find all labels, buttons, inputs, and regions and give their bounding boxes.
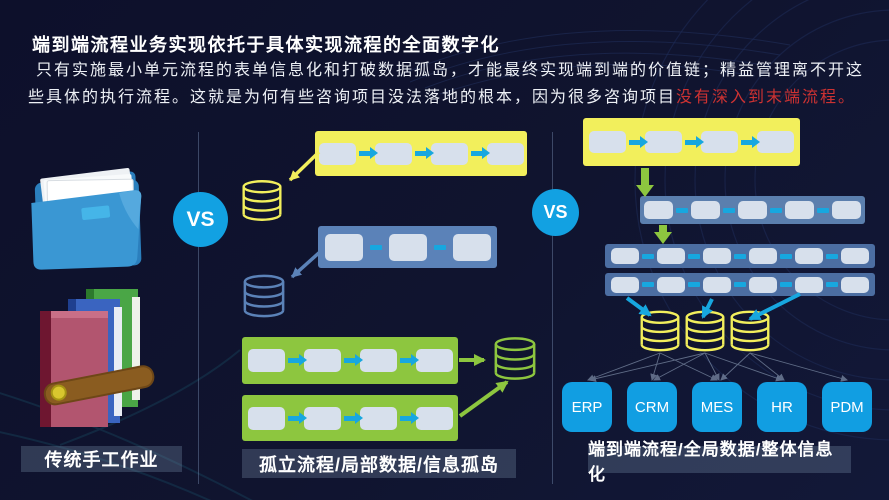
flow-connector (780, 282, 792, 287)
flow-connector (770, 207, 782, 213)
flow-connector (642, 253, 654, 259)
flow-arrow-icon (287, 354, 307, 366)
process-step (486, 142, 524, 165)
flow-connector (826, 253, 838, 259)
flow-connector (734, 282, 746, 287)
caption-end-to-end-process: 端到端流程/全局数据/整体信息化 (588, 440, 851, 484)
database-icon (727, 310, 773, 352)
process-step (359, 349, 397, 372)
flow-arrow-icon (414, 147, 434, 159)
process-bar-green-2 (242, 395, 458, 441)
process-step (832, 201, 861, 219)
body-line-1: 只有实施最小单元流程的表单信息化和打破数据孤岛，才能最终实现端到端的价值链；精益… (36, 62, 865, 79)
process-step (247, 406, 285, 430)
process-step (415, 349, 453, 372)
process-step (452, 233, 491, 261)
app-box-erp: ERP (562, 382, 612, 432)
process-step (247, 349, 285, 372)
flow-connector (369, 244, 382, 250)
flow-arrow-icon (741, 135, 760, 148)
vs-badge-right: VS (532, 189, 579, 236)
database-icon (682, 310, 728, 352)
process-step (757, 131, 794, 153)
flow-arrow-icon (343, 411, 363, 424)
process-step (374, 142, 412, 165)
process-bar-green-1 (242, 337, 458, 384)
page-title: 端到端流程业务实现依托于具体实现流程的全面数字化 (32, 35, 500, 55)
process-step (749, 248, 777, 264)
section-divider-right (552, 132, 553, 484)
app-box-hr: HR (757, 382, 807, 432)
process-step (303, 406, 341, 430)
flow-arrow-icon (358, 147, 378, 159)
database-icon (492, 336, 538, 381)
process-step (657, 248, 685, 264)
flow-connector (817, 207, 829, 213)
process-step (785, 201, 814, 219)
process-step (644, 201, 673, 219)
flow-arrow-icon (399, 411, 419, 424)
process-step (691, 201, 720, 219)
flow-arrow-icon (470, 147, 490, 159)
database-icon (637, 310, 683, 352)
process-step (611, 248, 639, 264)
flow-arrow-icon (287, 411, 307, 424)
flow-arrow-icon (629, 135, 648, 148)
flow-connector (688, 282, 700, 287)
process-step (841, 248, 869, 264)
process-step (703, 276, 731, 293)
body-line-2: 些具体的执行流程。这就是为何有些咨询项目没法落地的根本，因为很多咨询项目没有深入… (28, 84, 873, 111)
process-step (645, 131, 682, 153)
process-step (611, 276, 639, 293)
process-step (701, 131, 738, 153)
vs-badge-left: VS (173, 192, 228, 247)
process-step (749, 276, 777, 293)
flow-arrow-icon (685, 135, 704, 148)
flow-connector (642, 282, 654, 287)
flow-connector (723, 207, 735, 213)
flow-arrow-icon (343, 354, 363, 366)
body-line-2-white: 些具体的执行流程。这就是为何有些咨询项目没法落地的根本，因为很多咨询项目 (28, 89, 677, 106)
process-step (795, 248, 823, 264)
process-step (324, 233, 363, 261)
process-step (738, 201, 767, 219)
process-bar-blue-middle (318, 226, 497, 268)
body-paragraph: 只有实施最小单元流程的表单信息化和打破数据孤岛，才能最终实现端到端的价值链；精益… (28, 57, 873, 111)
process-step (415, 406, 453, 430)
flow-connector (780, 253, 792, 259)
process-step (589, 131, 626, 153)
app-box-mes: MES (692, 382, 742, 432)
flow-connector (826, 282, 838, 287)
flow-arrow-icon (399, 354, 419, 366)
process-step (359, 406, 397, 430)
process-step (303, 349, 341, 372)
body-line-2-highlight: 没有深入到末端流程。 (676, 89, 857, 106)
section-divider-left (198, 132, 199, 484)
process-step (703, 248, 731, 264)
app-box-crm: CRM (627, 382, 677, 432)
process-step (430, 142, 468, 165)
process-bar-blue-right-2 (605, 244, 875, 268)
process-bar-yellow-middle (315, 131, 527, 176)
process-step (795, 276, 823, 293)
caption-traditional-manual-work: 传统手工作业 (21, 446, 182, 472)
process-bar-blue-right-1 (640, 196, 865, 224)
process-step (841, 276, 869, 293)
flow-connector (688, 253, 700, 259)
books-icon (28, 287, 163, 429)
flow-connector (433, 244, 446, 250)
app-box-pdm: PDM (822, 382, 872, 432)
process-bar-yellow-right (583, 118, 800, 166)
process-step (657, 276, 685, 293)
caption-isolated-process: 孤立流程/局部数据/信息孤岛 (242, 449, 516, 478)
process-bar-blue-right-3 (605, 273, 875, 296)
process-step (388, 233, 427, 261)
database-icon (240, 179, 284, 222)
folder-icon (22, 164, 154, 278)
database-icon (240, 274, 288, 318)
process-step (318, 142, 356, 165)
flow-connector (676, 207, 688, 213)
flow-connector (734, 253, 746, 259)
